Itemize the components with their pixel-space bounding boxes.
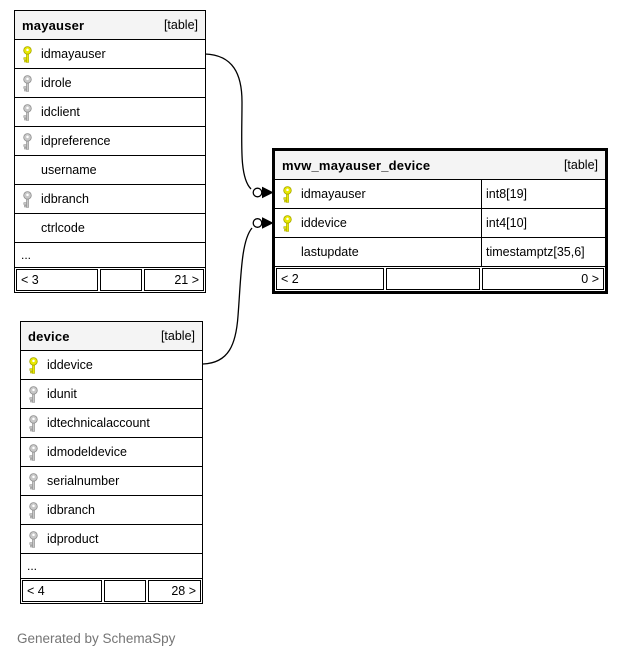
table-mvw-mayauser-device: mvw_mayauser_device [table] idmayauser i… bbox=[272, 148, 608, 294]
table-mvw-header[interactable]: mvw_mayauser_device [table] bbox=[275, 151, 605, 180]
table-title: mvw_mayauser_device bbox=[282, 157, 431, 173]
table-device: device [table] iddevice idunit idtechnic… bbox=[20, 321, 203, 604]
column-name: idtechnicalaccount bbox=[47, 416, 150, 430]
index-key-icon bbox=[22, 190, 33, 208]
arrowhead bbox=[262, 186, 274, 199]
primary-key-icon bbox=[22, 45, 33, 63]
index-key-icon bbox=[28, 472, 39, 490]
column-name: idbranch bbox=[41, 192, 89, 206]
index-key-icon bbox=[28, 501, 39, 519]
column-row-iddevice[interactable]: iddevice int4[10] bbox=[275, 209, 605, 238]
column-row-idpreference[interactable]: idpreference bbox=[15, 127, 205, 156]
column-row-idrole[interactable]: idrole bbox=[15, 69, 205, 98]
index-key-icon bbox=[28, 530, 39, 548]
index-key-icon bbox=[28, 443, 39, 461]
column-name: idproduct bbox=[47, 532, 99, 546]
primary-key-icon bbox=[282, 214, 293, 232]
column-name: username bbox=[41, 163, 97, 177]
more-columns-ellipsis: ... bbox=[15, 243, 205, 268]
column-row-idmayauser[interactable]: idmayauser bbox=[15, 40, 205, 69]
footer-spacer-cell bbox=[100, 269, 142, 291]
related-count-left: < 2 bbox=[276, 268, 384, 290]
index-key-icon bbox=[28, 385, 39, 403]
table-device-footer: < 4 28 > bbox=[21, 579, 202, 603]
zero-many-circle bbox=[252, 187, 263, 198]
column-name: idbranch bbox=[47, 503, 95, 517]
column-type: int8[19] bbox=[481, 180, 605, 208]
no-key-spacer bbox=[282, 244, 293, 261]
column-type: timestamptz[35,6] bbox=[481, 238, 605, 266]
column-row-lastupdate[interactable]: lastupdate timestamptz[35,6] bbox=[275, 238, 605, 267]
related-count-left: < 4 bbox=[22, 580, 102, 602]
column-row-serialnumber[interactable]: serialnumber bbox=[21, 467, 202, 496]
footer-spacer-cell bbox=[104, 580, 146, 602]
zero-many-circle bbox=[252, 218, 263, 228]
no-key-spacer bbox=[22, 220, 33, 237]
generated-by-note: Generated by SchemaSpy bbox=[17, 631, 176, 646]
index-key-icon bbox=[22, 74, 33, 92]
column-name: idpreference bbox=[41, 134, 111, 148]
index-key-icon bbox=[22, 132, 33, 150]
related-count-right: 0 > bbox=[482, 268, 604, 290]
column-row-idbranch[interactable]: idbranch bbox=[21, 496, 202, 525]
table-kind-tag: [table] bbox=[160, 329, 195, 343]
column-name: iddevice bbox=[47, 358, 93, 372]
related-count-left: < 3 bbox=[16, 269, 98, 291]
primary-key-icon bbox=[282, 185, 293, 203]
table-mayauser-footer: < 3 21 > bbox=[15, 268, 205, 292]
column-name: iddevice bbox=[301, 216, 347, 230]
column-name: ctrlcode bbox=[41, 221, 85, 235]
related-count-right: 28 > bbox=[148, 580, 201, 602]
column-row-idunit[interactable]: idunit bbox=[21, 380, 202, 409]
column-name: serialnumber bbox=[47, 474, 120, 488]
column-name: lastupdate bbox=[301, 245, 359, 259]
table-title: mayauser bbox=[22, 17, 85, 33]
column-row-iddevice[interactable]: iddevice bbox=[21, 351, 202, 380]
column-name: idmayauser bbox=[41, 47, 106, 61]
more-columns-ellipsis: ... bbox=[21, 554, 202, 579]
column-row-idtechnicalaccount[interactable]: idtechnicalaccount bbox=[21, 409, 202, 438]
column-name: idclient bbox=[41, 105, 80, 119]
column-row-idclient[interactable]: idclient bbox=[15, 98, 205, 127]
column-type: int4[10] bbox=[481, 209, 605, 237]
table-mvw-footer: < 2 0 > bbox=[275, 267, 605, 291]
column-row-idmayauser[interactable]: idmayauser int8[19] bbox=[275, 180, 605, 209]
relationship-device-iddevice bbox=[202, 217, 274, 365]
no-key-spacer bbox=[22, 162, 33, 179]
column-row-ctrlcode[interactable]: ctrlcode bbox=[15, 214, 205, 243]
column-row-username[interactable]: username bbox=[15, 156, 205, 185]
footer-spacer-cell bbox=[386, 268, 480, 290]
table-mayauser: mayauser [table] idmayauser idrole idcli… bbox=[14, 10, 206, 293]
table-kind-tag: [table] bbox=[563, 158, 598, 172]
column-name: idmodeldevice bbox=[47, 445, 127, 459]
table-mayauser-header[interactable]: mayauser [table] bbox=[15, 11, 205, 40]
column-row-idproduct[interactable]: idproduct bbox=[21, 525, 202, 554]
arrowhead bbox=[262, 217, 274, 229]
table-title: device bbox=[28, 328, 70, 344]
table-device-header[interactable]: device [table] bbox=[21, 322, 202, 351]
column-name: idrole bbox=[41, 76, 72, 90]
table-kind-tag: [table] bbox=[163, 18, 198, 32]
relationship-mayauser-idmayauser bbox=[204, 53, 274, 199]
primary-key-icon bbox=[28, 356, 39, 374]
index-key-icon bbox=[22, 103, 33, 121]
index-key-icon bbox=[28, 414, 39, 432]
column-name: idunit bbox=[47, 387, 77, 401]
column-row-idbranch[interactable]: idbranch bbox=[15, 185, 205, 214]
column-row-idmodeldevice[interactable]: idmodeldevice bbox=[21, 438, 202, 467]
related-count-right: 21 > bbox=[144, 269, 204, 291]
column-name: idmayauser bbox=[301, 187, 366, 201]
